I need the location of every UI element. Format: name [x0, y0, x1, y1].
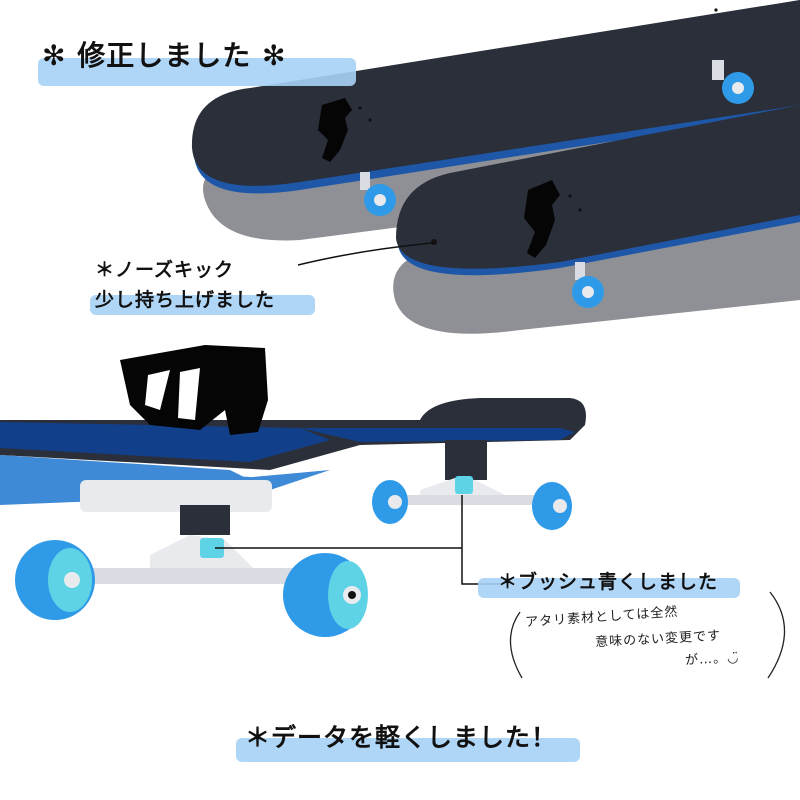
title-highlight [38, 58, 356, 86]
front-bushing [455, 476, 473, 494]
aside-paren-left [509, 611, 523, 679]
closeup-deck-group [0, 345, 586, 535]
front-truck-group [372, 476, 572, 530]
nose-kick-line1: ＊ノーズキック [95, 259, 235, 281]
nose-kick-pointer [297, 242, 433, 266]
nose-kick-line2: 少し持ち上げました [95, 289, 276, 311]
bushing-label: ＊ブッシュ青くしました [498, 571, 719, 593]
aside-line3: が…。◡̈ [684, 650, 740, 669]
page-title: ✻ 修正しました ✻ [42, 39, 287, 72]
front-wheel-right [532, 482, 572, 530]
rear-bushing [200, 538, 224, 558]
lower-deck-group [393, 105, 800, 334]
rear-truck-group [15, 535, 368, 637]
data-note: ＊データを軽くしました！ [245, 723, 558, 752]
aside-paren-right [767, 591, 786, 679]
upper-truck [360, 172, 370, 190]
data-note-highlight [236, 738, 580, 762]
bushing-highlight [478, 578, 740, 598]
rear-baseplate [80, 480, 272, 512]
nose-kick-highlight [90, 295, 315, 315]
front-baseplate [445, 440, 487, 480]
upper-deck-group [191, 0, 800, 241]
lower-deck-top [396, 105, 800, 269]
upper-binding-mark [318, 98, 352, 162]
lower-binding-mark [524, 180, 560, 258]
